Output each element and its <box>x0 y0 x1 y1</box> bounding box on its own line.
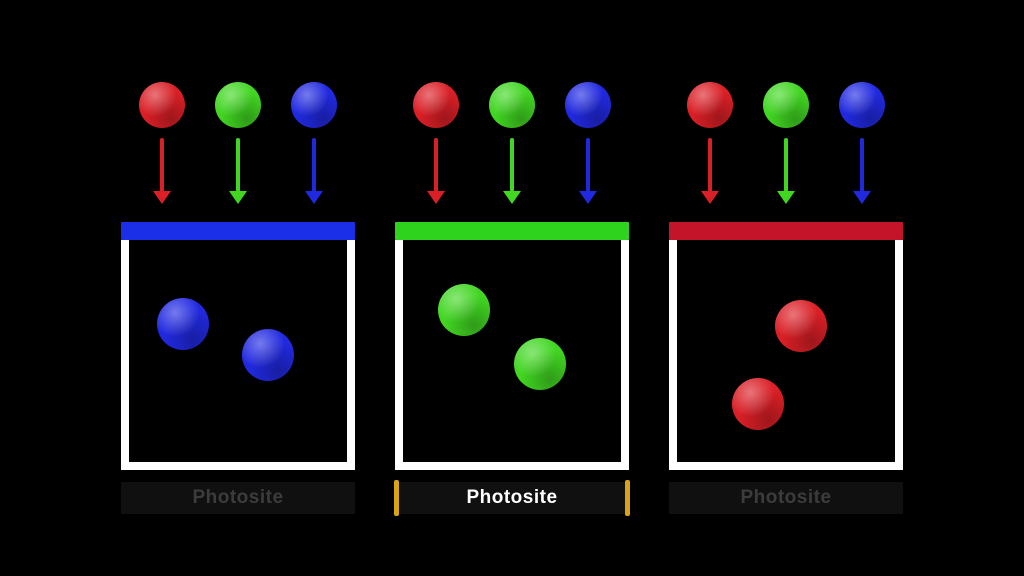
captured-photon-ball <box>157 297 210 350</box>
green-down-arrow-icon <box>229 138 247 208</box>
green-photon-ball <box>763 82 809 128</box>
captured-photon-ball <box>775 299 828 352</box>
blue-down-arrow-icon <box>853 138 871 208</box>
green-photon-ball <box>489 82 535 128</box>
photosite-label: Photosite <box>192 487 284 508</box>
blue-photon-ball <box>565 82 611 128</box>
photosite-label: Photosite <box>740 487 832 508</box>
red-photon-ball <box>687 82 733 128</box>
red-filter-bar <box>669 222 903 240</box>
green-photon-ball <box>215 82 261 128</box>
red-down-arrow-icon <box>427 138 445 208</box>
captured-photon-ball <box>242 328 295 381</box>
green-filter-bar <box>395 222 629 240</box>
blue-filter-bar <box>121 222 355 240</box>
blue-photon-ball <box>839 82 885 128</box>
red-down-arrow-icon <box>153 138 171 208</box>
green-down-arrow-icon <box>777 138 795 208</box>
photosite-panel-red: Photosite <box>669 82 903 514</box>
photon-row <box>669 82 903 128</box>
green-down-arrow-icon <box>503 138 521 208</box>
highlight-bar-right <box>625 480 630 516</box>
red-photon-ball <box>413 82 459 128</box>
arrow-row <box>669 138 903 208</box>
photosite-label-strip: Photosite <box>121 482 355 514</box>
photosite-label-strip: Photosite <box>669 482 903 514</box>
blue-photon-ball <box>291 82 337 128</box>
arrow-row <box>395 138 629 208</box>
sensor-box <box>395 240 629 470</box>
arrow-row <box>121 138 355 208</box>
photon-row <box>395 82 629 128</box>
red-photon-ball <box>139 82 185 128</box>
captured-photon-ball <box>437 284 490 337</box>
photosite-panel-blue: Photosite <box>121 82 355 514</box>
photosite-panel-green: Photosite <box>394 82 630 516</box>
sensor-box <box>121 240 355 470</box>
highlight-bar-left <box>394 480 399 516</box>
blue-down-arrow-icon <box>579 138 597 208</box>
photon-row <box>121 82 355 128</box>
red-down-arrow-icon <box>701 138 719 208</box>
blue-down-arrow-icon <box>305 138 323 208</box>
photosite-label: Photosite <box>466 487 558 508</box>
sensor-box <box>669 240 903 470</box>
photosite-label-strip-active: Photosite <box>394 480 630 516</box>
captured-photon-ball <box>514 337 567 390</box>
captured-photon-ball <box>731 377 784 430</box>
